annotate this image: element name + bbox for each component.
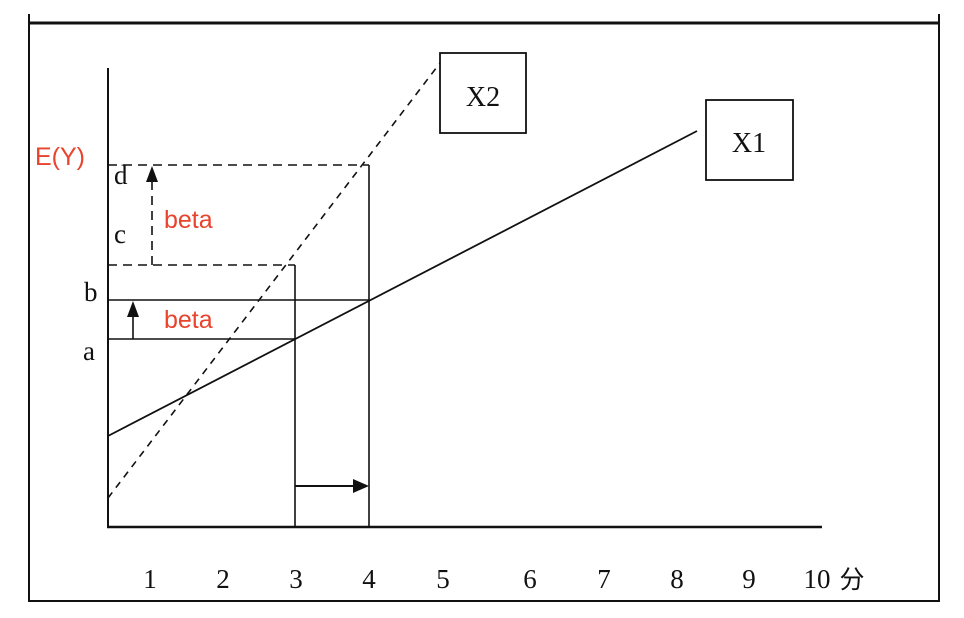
x-tick-6: 6 <box>523 564 537 594</box>
x-tick-labels: 1 2 3 4 5 6 7 8 9 10 <box>143 564 830 594</box>
x-tick-4: 4 <box>362 564 376 594</box>
x2-label: X2 <box>466 82 500 113</box>
level-b-label: b <box>84 277 98 307</box>
upper-arrowhead <box>146 166 158 182</box>
x-tick-7: 7 <box>597 564 611 594</box>
x-tick-5: 5 <box>436 564 450 594</box>
level-c-label: c <box>114 219 126 249</box>
level-d-label: d <box>114 160 128 190</box>
x-tick-8: 8 <box>670 564 684 594</box>
x2-line <box>107 62 441 499</box>
x-tick-1: 1 <box>143 564 157 594</box>
x-tick-3: 3 <box>289 564 303 594</box>
x-shift-arrowhead <box>353 479 369 493</box>
x-unit-label: 分 <box>839 566 864 594</box>
lower-arrowhead <box>127 301 139 317</box>
level-a-label: a <box>83 336 95 366</box>
x2-label-box <box>439 52 527 134</box>
y-axis-label: E(Y) <box>35 143 85 171</box>
x1-label-box <box>705 99 794 181</box>
x-tick-9: 9 <box>742 564 756 594</box>
lower-beta-label: beta <box>164 306 213 334</box>
x-tick-2: 2 <box>216 564 230 594</box>
x1-label: X1 <box>732 128 766 159</box>
x1-line <box>107 130 698 437</box>
upper-beta-label: beta <box>164 206 213 234</box>
x-tick-10: 10 <box>804 564 831 594</box>
